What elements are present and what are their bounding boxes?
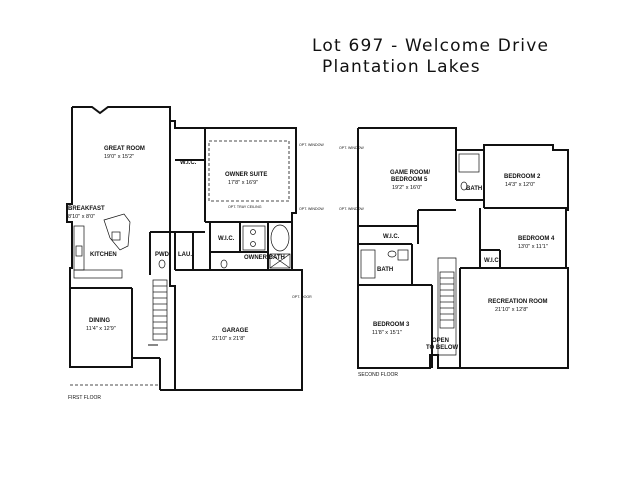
dining-dim: 11'4" x 12'9" bbox=[86, 326, 116, 332]
breakfast-dim: 8'10" x 8'0" bbox=[68, 214, 95, 220]
wic-mid-label: W.I.C. bbox=[218, 236, 235, 242]
first-floor-outer-wall bbox=[72, 106, 303, 391]
kitchen-label: KITCHEN bbox=[90, 252, 117, 258]
tray-ceiling-label: OPT. TRAY CEILING bbox=[228, 205, 262, 209]
dining-label: DINING bbox=[89, 318, 110, 324]
first-floor-west-wall bbox=[66, 107, 150, 368]
bath-left-label: BATH bbox=[377, 267, 393, 273]
bedroom3-dim: 11'8" x 15'1" bbox=[372, 330, 402, 336]
bedroom4-dim: 13'0" x 11'1" bbox=[518, 244, 548, 250]
owner-bath-label: OWNER BATH bbox=[244, 255, 285, 261]
game-room-dim: 19'2" x 16'0" bbox=[392, 185, 422, 191]
first-floor-plan: GREAT ROOM 19'0" x 15'2" BREAKFAST 8'10"… bbox=[66, 106, 324, 401]
recreation-room-label: RECREATION ROOM bbox=[488, 299, 548, 305]
owner-suite-dim: 17'8" x 16'9" bbox=[228, 180, 258, 186]
second-floor-stairs bbox=[439, 271, 455, 329]
second-opt-window-1: OPT. WINDOW bbox=[339, 146, 364, 150]
wic-top-label: W.I.C. bbox=[180, 160, 197, 166]
bedroom2-dim: 14'3" x 12'0" bbox=[505, 182, 535, 188]
powder-label: PWD. bbox=[155, 252, 171, 258]
second-floor-label: SECOND FLOOR bbox=[358, 372, 398, 378]
game-room-label-2: BEDROOM 5 bbox=[391, 177, 428, 183]
title-line-2: Plantation Lakes bbox=[322, 57, 481, 77]
title-line-1: Lot 697 - Welcome Drive bbox=[312, 36, 549, 56]
first-floor-label: FIRST FLOOR bbox=[68, 395, 101, 401]
opt-window-1: OPT. WINDOW bbox=[299, 143, 324, 147]
wic-left-label: W.I.C. bbox=[383, 234, 400, 240]
second-floor-plan: GAME ROOM/ BEDROOM 5 19'2" x 16'0" BEDRO… bbox=[339, 127, 569, 378]
garage-dim: 21'10" x 21'8" bbox=[212, 336, 245, 342]
great-room-label: GREAT ROOM bbox=[104, 146, 145, 152]
bedroom3-label: BEDROOM 3 bbox=[373, 322, 410, 328]
garage-label: GARAGE bbox=[222, 328, 248, 334]
breakfast-label: BREAKFAST bbox=[68, 206, 105, 212]
laundry-label: LAU. bbox=[178, 252, 192, 258]
wic-right-label: W.I.C. bbox=[484, 258, 501, 264]
opt-door: OPT. DOOR bbox=[292, 295, 312, 299]
open-below-label-2: TO BELOW bbox=[426, 345, 459, 351]
owner-suite-label: OWNER SUITE bbox=[225, 172, 267, 178]
open-below-label-1: OPEN bbox=[432, 338, 449, 344]
opt-window-2: OPT. WINDOW bbox=[299, 207, 324, 211]
bath-top-label: BATH bbox=[466, 186, 482, 192]
great-room-dim: 19'0" x 15'2" bbox=[104, 154, 134, 160]
bedroom2-label: BEDROOM 2 bbox=[504, 174, 541, 180]
first-floor-stairs bbox=[152, 279, 168, 341]
second-opt-window-2: OPT. WINDOW bbox=[339, 207, 364, 211]
game-room-label-1: GAME ROOM/ bbox=[390, 170, 430, 176]
bedroom4-label: BEDROOM 4 bbox=[518, 236, 555, 242]
recreation-room-dim: 21'10" x 12'8" bbox=[495, 307, 528, 313]
